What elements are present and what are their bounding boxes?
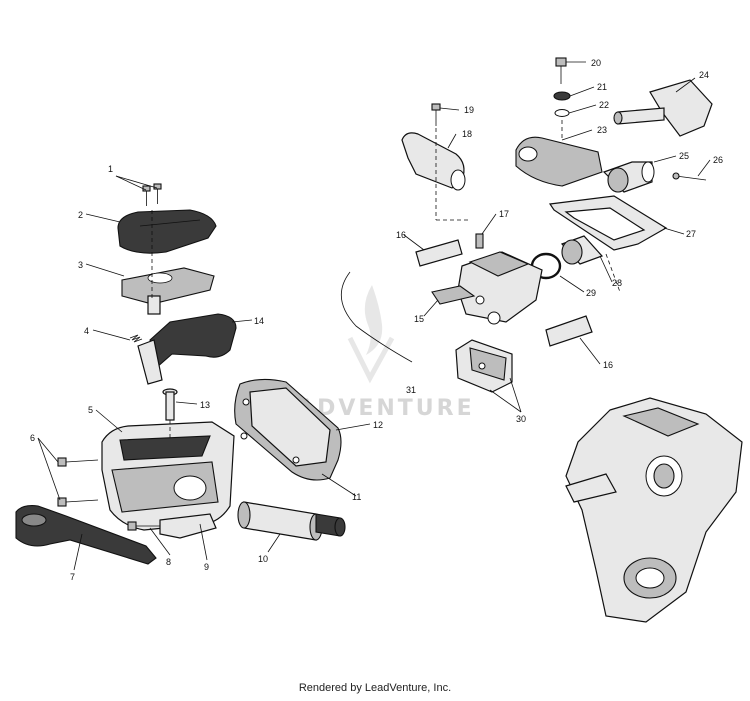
part-bolt-20 <box>555 57 567 84</box>
part-sleeve-28 <box>560 235 604 265</box>
part-cover-2 <box>117 209 217 254</box>
callout-31: 31 <box>406 385 416 395</box>
part-spring-4 <box>129 334 143 343</box>
part-roller-10 <box>237 501 346 541</box>
callout-17: 17 <box>499 209 509 219</box>
part-strip-16b <box>545 315 593 347</box>
part-case-large <box>565 397 743 623</box>
callout-4: 4 <box>84 326 89 336</box>
part-brake-lever-7 <box>15 505 157 565</box>
callout-30: 30 <box>516 414 526 424</box>
callout-25: 25 <box>679 151 689 161</box>
callout-22: 22 <box>599 100 609 110</box>
part-screw-26 <box>675 175 707 181</box>
callout-27: 27 <box>686 229 696 239</box>
callout-2: 2 <box>78 210 83 220</box>
watermark-logo <box>347 285 395 384</box>
part-bracket-9 <box>159 513 217 539</box>
part-gasket-3 <box>121 267 215 305</box>
callout-9: 9 <box>204 562 209 572</box>
callout-28: 28 <box>612 278 622 288</box>
callout-23: 23 <box>597 125 607 135</box>
part-washer-21 <box>553 91 571 101</box>
part-lever-14 <box>149 313 237 370</box>
part-strip-16a <box>415 239 463 267</box>
part-pads-30 <box>455 339 513 393</box>
leader-lines-left <box>37 175 371 571</box>
part-plate-24 <box>613 79 713 137</box>
part-pin-13 <box>162 388 178 421</box>
callout-10: 10 <box>258 554 268 564</box>
callout-6: 6 <box>30 433 35 443</box>
part-cylinder-25 <box>602 161 655 193</box>
callout-14: 14 <box>254 316 264 326</box>
callout-7: 7 <box>70 572 75 582</box>
callout-12: 12 <box>373 420 383 430</box>
part-bracket-31 <box>340 271 413 363</box>
callout-18: 18 <box>462 129 472 139</box>
callout-19: 19 <box>464 105 474 115</box>
callout-labels: 1 2 3 4 5 6 7 8 9 10 11 12 13 14 15 16 1… <box>30 58 723 582</box>
part-screws-6 <box>57 457 99 507</box>
part-frame-27 <box>548 195 668 251</box>
part-screw-17 <box>475 233 484 249</box>
callout-1: 1 <box>108 164 113 174</box>
part-lever-15 <box>431 285 476 305</box>
part-screw-19 <box>431 103 441 126</box>
callout-13: 13 <box>200 400 210 410</box>
footer-credit: Rendered by LeadVenture, Inc. <box>298 682 452 694</box>
part-washer-22 <box>554 109 570 117</box>
callout-8: 8 <box>166 557 171 567</box>
callout-16b: 16 <box>603 360 613 370</box>
callout-26: 26 <box>713 155 723 165</box>
part-screws-1 <box>142 183 162 206</box>
callout-24: 24 <box>699 70 709 80</box>
callout-21: 21 <box>597 82 607 92</box>
callout-11: 11 <box>352 492 361 502</box>
part-bolt-8 <box>127 521 164 531</box>
callout-29: 29 <box>586 288 596 298</box>
part-bracket-23 <box>515 136 603 187</box>
callout-5: 5 <box>88 405 93 415</box>
callout-3: 3 <box>78 260 83 270</box>
leader-lines-right <box>403 61 711 413</box>
callout-16a: 16 <box>396 230 406 240</box>
part-side-cover-11 <box>234 378 342 481</box>
callout-15: 15 <box>414 314 424 324</box>
callout-20: 20 <box>591 58 601 68</box>
